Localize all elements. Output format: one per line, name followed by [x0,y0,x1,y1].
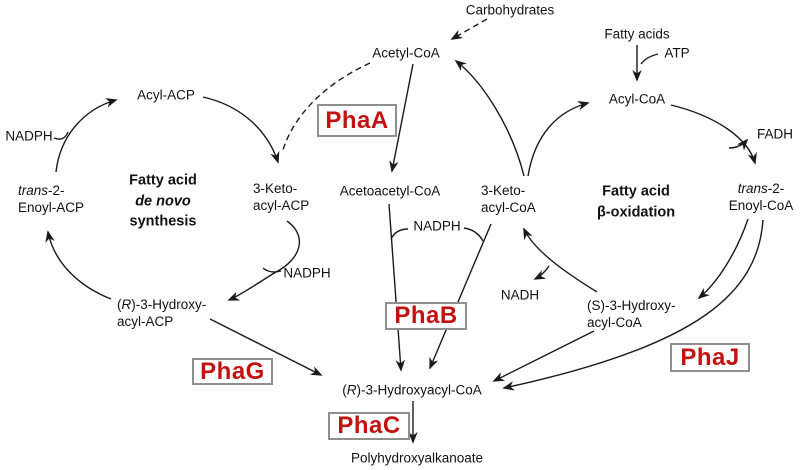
arrow-ketoacylacp-to-rhydroxyacp [227,220,300,301]
arrow-acylacp-to-ketoacylacp [202,96,280,164]
r-hydroxy-line: acyl-ACP [117,314,174,329]
metabolite-3-keto-acyl-coa: 3-Keto- acyl-CoA [481,182,536,216]
trans-2-line: trans-2- [737,181,785,196]
cofactor-nadph-left: NADPH [5,128,53,144]
cycle-title-line: Fatty acid [129,172,197,189]
arrow-rhydroxyacp-to-enoylacp [45,230,112,300]
cycle-title-line: Fatty acid [602,183,670,200]
cycle-title-de-novo: Fatty acid de novo synthesis [129,170,197,232]
keto-line: acyl-CoA [481,200,536,215]
hook-nadph-bottomleft [262,267,282,273]
enzyme-box-phac: PhaC [328,412,410,440]
metabolite-s-3-hydroxy-acyl-coa: (S)-3-Hydroxy- acyl-CoA [587,297,676,331]
cofactor-nadph-bottom-left: NADPH [283,265,331,281]
arrow-shydroxycoa-to-ketoacylcoa [523,227,598,293]
metabolite-acetyl-coa: Acetyl-CoA [372,45,440,61]
cofactor-fadh: FADH [756,126,794,142]
enzyme-box-phaj: PhaJ [670,343,750,372]
cofactor-nadph-middle: NADPH [413,218,461,234]
metabolite-3-keto-acyl-acp: 3-Keto- acyl-ACP [253,180,309,214]
cycle-title-line: de novo [135,192,191,209]
cofactor-atp: ATP [664,45,690,61]
metabolite-acyl-coa: Acyl-CoA [608,91,666,107]
s-hydroxy-line: acyl-CoA [587,315,642,330]
arrow-acetoacetylcoa-to-rhydroxyacylcoa [388,203,406,372]
cofactor-nadh: NADH [500,287,540,303]
cycle-title-line: β-oxidation [596,204,676,220]
metabolite-r-3-hydroxyacyl-coa: (R)-3-Hydroxyacyl-CoA [342,382,482,398]
metabolite-acyl-acp: Acyl-ACP [137,87,195,103]
hook-nadph-left [53,131,69,140]
enzyme-box-phaa: PhaA [317,104,397,137]
hook-atp [640,53,659,65]
enoyl-acp-line: Enoyl-ACP [18,200,85,215]
arrow-carbohydrates-to-acetylcoa [450,18,488,40]
hook-nadph-mid-right [463,227,484,242]
r-hydroxy-line: (R)-3-Hydroxy- [117,297,207,312]
arrow-enoylcoa-to-shydroxycoa [697,218,749,300]
metabolite-fatty-acids: Fatty acids [604,26,670,42]
keto-line: 3-Keto- [253,181,298,196]
enzyme-box-phab: PhaB [385,302,467,330]
arrow-shydroxycoa-to-rhydroxyacylcoa [492,330,595,382]
cycle-title-beta-oxidation: Fatty acid β-oxidation [597,182,675,223]
arrow-enoylcoa-to-rhydroxyacylcoa-phaj [502,219,764,391]
branch-nadh [533,265,550,280]
enoyl-coa-line: Enoyl-CoA [728,198,794,213]
keto-line: 3-Keto- [481,183,526,198]
cycle-title-line: synthesis [129,213,197,230]
trans-2-line: trans-2- [18,183,65,198]
metabolite-trans-2-enoyl-coa: trans-2- Enoyl-CoA [729,180,794,214]
s-hydroxy-line: (S)-3-Hydroxy- [587,298,676,313]
arrow-enoylacp-to-acylacp [55,98,118,173]
arrow-ketoacylcoa-to-rhydroxyacylcoa [429,223,492,370]
hook-nadph-mid-left [390,228,409,240]
metabolite-carbohydrates: Carbohydrates [465,2,555,18]
arrow-ketoacylcoa-to-acetylcoa [454,59,525,177]
arrow-acylcoa-to-enoylcoa [670,104,757,165]
metabolite-polyhydroxyalkanoate: Polyhydroxyalkanoate [350,450,484,466]
enzyme-box-phag: PhaG [192,358,273,385]
metabolite-trans-2-enoyl-acp: trans-2- Enoyl-ACP [18,182,84,216]
keto-line: acyl-ACP [253,198,310,213]
metabolite-acetoacetyl-coa: Acetoacetyl-CoA [339,183,441,199]
arrow-ketoacylcoa-to-acylcoa [527,101,590,177]
arrow-acetylcoa-to-acetoacetylcoa [389,63,414,173]
branch-fadh [728,138,749,151]
metabolite-r-3-hydroxy-acyl-acp: (R)-3-Hydroxy- acyl-ACP [117,296,206,330]
arrow-acetylcoa-to-ketoacylacp-dashed [281,62,371,154]
arrow-rhydroxyacp-to-rhydroxyacylcoa [209,318,323,376]
